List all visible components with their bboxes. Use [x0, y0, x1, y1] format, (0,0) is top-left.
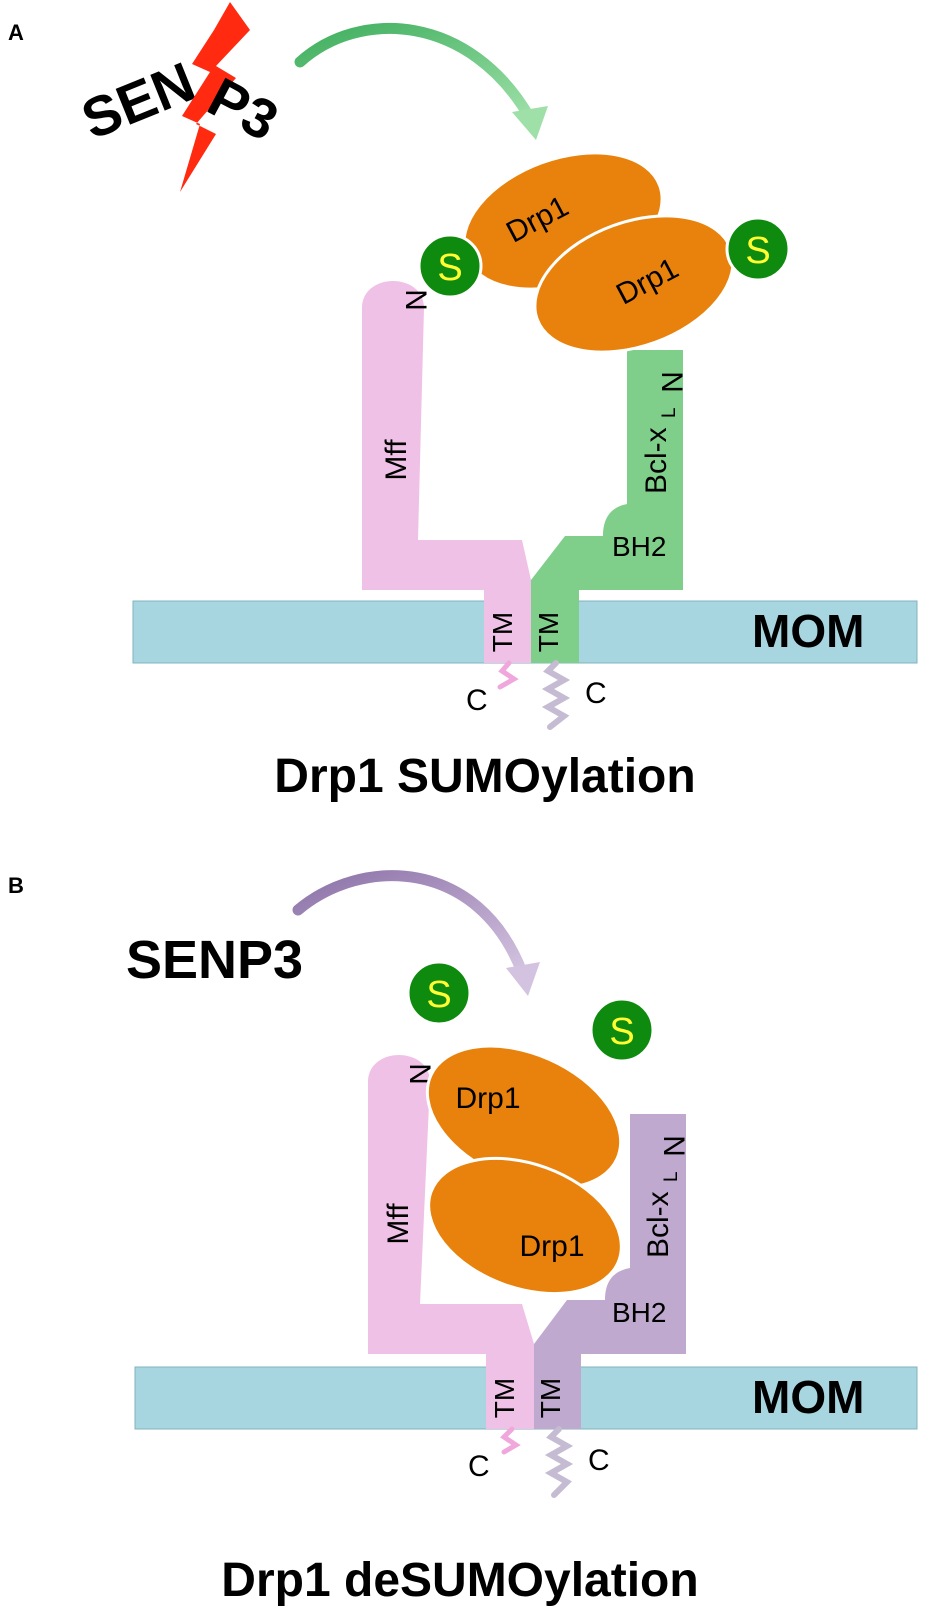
panel-a-senp3-left: SEN	[73, 50, 203, 152]
panel-b-bh2: BH2	[612, 1297, 666, 1328]
panel-a-mff-label: Mff	[380, 439, 413, 481]
panel-a-mff-n: N	[399, 289, 432, 311]
panel-a-mff	[362, 281, 531, 663]
panel-b-bcl-tail	[544, 1426, 574, 1498]
panel-a-membrane-label: MOM	[752, 605, 864, 657]
panel-b-sumo-right-label: S	[609, 1011, 634, 1053]
panel-a-sumo-right-label: S	[745, 230, 770, 272]
panel-a-letter: A	[8, 20, 24, 45]
panel-b-c-mff: C	[468, 1450, 490, 1483]
panel-a-bcl-label: Bcl-x	[640, 427, 673, 494]
panel-b-mff-label: Mff	[382, 1203, 415, 1245]
panel-a-c-mff: C	[466, 684, 488, 717]
panel-a-arrow	[294, 22, 536, 124]
panel-a-sumo-right-icon	[725, 216, 791, 282]
panel-b-bcl-label-group: Bcl-x L	[642, 1171, 682, 1258]
panel-b-bcl-n: N	[657, 1135, 690, 1157]
panel-b-sumo-left-icon	[406, 960, 472, 1026]
panel-b-bcl-xl	[534, 1114, 686, 1429]
panel-b-tm-bcl: TM	[535, 1378, 566, 1418]
panel-b-mff	[368, 1055, 534, 1429]
panel-a: A SEN P3 MOM N Mff TM N Bcl-x L BH2 TM C…	[8, 2, 918, 803]
panel-a-bcl-xl	[531, 350, 683, 663]
panel-a-arrowhead-icon	[512, 106, 548, 140]
panel-a-mff-tail	[497, 660, 519, 690]
panel-a-bh2: BH2	[612, 531, 666, 562]
panel-a-bcl-tail	[541, 660, 571, 730]
panel-b-letter: B	[8, 873, 24, 898]
panel-a-sumo-left-label: S	[437, 247, 462, 289]
panel-a-title: Drp1 SUMOylation	[274, 750, 695, 803]
panel-a-bcl-n: N	[655, 371, 688, 393]
panel-b-tm-mff: TM	[489, 1378, 520, 1418]
panel-b-bcl-label: Bcl-x	[642, 1191, 675, 1258]
panel-b-drp1-lower-label: Drp1	[519, 1230, 584, 1263]
panel-b-drp1-lower	[427, 1156, 623, 1296]
panel-b-title: Drp1 deSUMOylation	[221, 1554, 698, 1607]
panel-b-c-bcl: C	[588, 1444, 610, 1477]
panel-b-sumo-left-label: S	[426, 974, 451, 1016]
lightning-icon	[180, 2, 250, 192]
panel-a-c-bcl: C	[585, 677, 607, 710]
panel-a-bcl-sub: L	[659, 407, 680, 418]
panel-a-tm-bcl: TM	[533, 612, 564, 652]
panel-b-bcl-sub: L	[661, 1171, 682, 1182]
panel-a-tm-mff: TM	[487, 612, 518, 652]
panel-b-arrowhead-icon	[506, 962, 540, 996]
panel-a-bcl-label-group: Bcl-x L	[640, 407, 680, 494]
panel-b-mff-tail	[500, 1426, 521, 1455]
panel-b-senp3: SENP3	[126, 930, 303, 990]
panel-a-sumo-left-icon	[417, 233, 483, 299]
panel-b: B SENP3 S S MOM N Mff TM N Bcl-x L BH2 T…	[8, 870, 918, 1607]
panel-b-arrow	[292, 870, 528, 978]
panel-b-membrane-label: MOM	[752, 1371, 864, 1423]
panel-b-sumo-right-icon	[589, 997, 655, 1063]
panel-b-drp1-upper-label: Drp1	[455, 1082, 520, 1115]
